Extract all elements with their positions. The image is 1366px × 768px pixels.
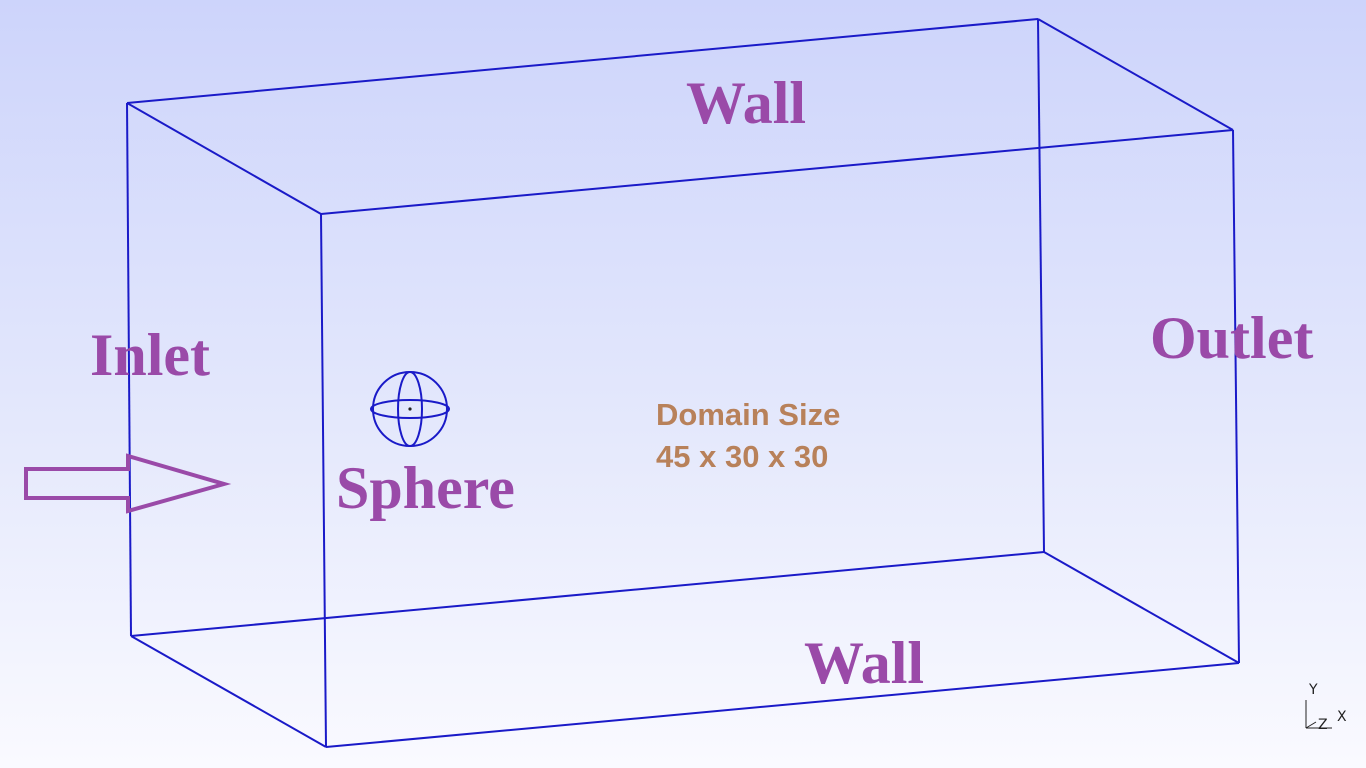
box-edge <box>1037 18 1234 131</box>
box-edge <box>320 213 327 748</box>
domain-box-wireframe <box>126 18 1240 748</box>
arrow-right-outline-icon <box>24 453 232 514</box>
wall-top-label: Wall <box>686 70 806 136</box>
box-edge <box>325 662 1240 748</box>
domain-size-title: Domain Size <box>656 397 840 432</box>
wall-bottom-label: Wall <box>804 630 924 696</box>
box-edge <box>126 102 322 215</box>
box-edge <box>130 635 327 748</box>
inlet-label: Inlet <box>90 322 210 388</box>
domain-size-value: 45 x 30 x 30 <box>656 439 828 474</box>
axis-x-label: X <box>1337 709 1347 725</box>
axis-triad-icon: Y Z X <box>1305 682 1347 733</box>
box-edge <box>1037 18 1045 553</box>
box-edge <box>320 129 1234 215</box>
box-edge <box>130 551 1045 637</box>
axis-y-label: Y <box>1308 682 1318 698</box>
box-edge <box>126 18 1039 104</box>
box-edge <box>126 102 132 637</box>
axis-z-label: Z <box>1318 717 1328 733</box>
wireframe-sphere-icon[interactable] <box>370 371 450 447</box>
box-edge <box>1232 129 1240 664</box>
box-edge <box>1043 551 1240 664</box>
outlet-label: Outlet <box>1150 305 1313 371</box>
sphere-label: Sphere <box>336 455 515 521</box>
